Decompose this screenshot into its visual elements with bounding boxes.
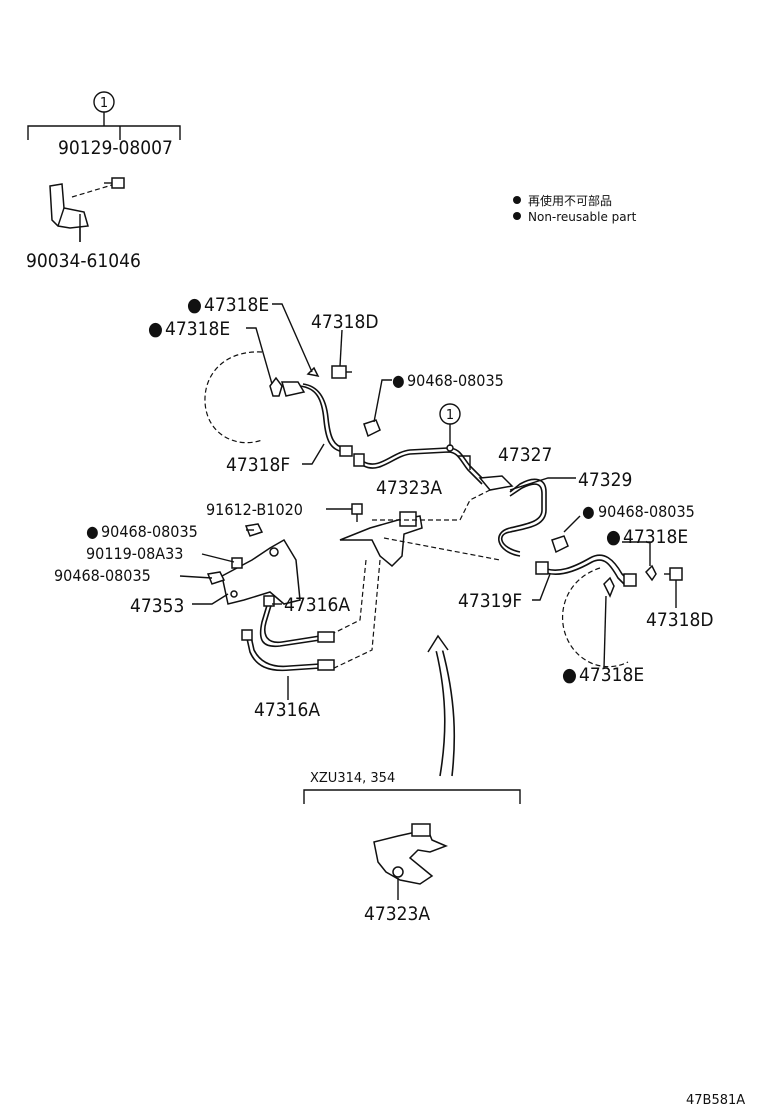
part-label-90468-08035[interactable]: 90468-08035 [598,502,695,521]
part-label-90468-08035[interactable]: 90468-08035 [101,522,198,541]
model-bracket [303,789,521,804]
part-label-90129-08007[interactable]: 90129-08007 [58,137,173,159]
variant-arrow [427,634,456,777]
model-label: XZU314, 354 [310,771,395,786]
part-label-47318D[interactable]: 47318D [646,609,714,631]
non-reusable-dot-icon: ● [392,371,405,390]
part-label-90468-08035[interactable]: 90468-08035 [54,566,151,585]
non-reusable-dot-icon: ● [562,664,577,686]
non-reusable-dot-icon [513,212,521,220]
part-label-47316A[interactable]: 47316A [254,699,320,721]
part-label-47318E[interactable]: 47318E [579,664,644,686]
part-label-47318E[interactable]: 47318E [165,318,230,340]
legend-japanese: 再使用不可部品 [528,193,612,208]
legend-english: Non-reusable part [528,210,637,224]
part-label-47323A[interactable]: 47323A [364,903,430,925]
part-label-47323A[interactable]: 47323A [376,477,442,499]
non-reusable-dot-icon [513,196,521,204]
part-label-47319F[interactable]: 47319F [458,590,522,612]
part-label-47318E[interactable]: 47318E [204,294,269,316]
callout-number-1: 1 [100,96,108,111]
part-label-47318F[interactable]: 47318F [226,454,290,476]
bolt-icon [664,567,683,581]
bolt-icon [104,177,125,189]
group-1-bracket: 1 90129-08007 90034-61046 [26,91,181,272]
leader-lines-right [532,515,677,669]
non-reusable-dot-icon: ● [86,522,99,541]
right-assembly [535,535,683,668]
part-label-47327[interactable]: 47327 [498,444,552,466]
bolt-icon [351,503,363,522]
illustration-code: 47B581A [686,1093,745,1108]
part-label-90119-08A33[interactable]: 90119-08A33 [86,544,183,563]
bracket-icon [49,183,89,242]
upper-left-assembly: 1 [204,351,514,491]
bolt-icon [331,365,352,379]
part-label-47329[interactable]: 47329 [578,469,632,491]
non-reusable-dot-icon: ● [148,318,163,340]
bolt-icon [231,557,243,569]
part-label-47316A[interactable]: 47316A [284,594,350,616]
non-reusable-dot-icon: ● [606,526,621,548]
part-label-91612-B1020[interactable]: 91612-B1020 [206,500,303,519]
part-label-90468-08035[interactable]: 90468-08035 [407,371,504,390]
variant-bracket-47323A [373,823,449,900]
non-reusable-dot-icon: ● [187,294,202,316]
part-label-47353[interactable]: 47353 [130,595,184,617]
legend: 再使用不可部品 Non-reusable part [513,193,637,224]
non-reusable-dot-icon: ● [582,502,595,521]
leader-lines-center [179,508,352,700]
leader-lines-upper [246,303,576,491]
center-assembly [206,478,547,672]
part-label-47318E[interactable]: 47318E [623,526,688,548]
callout-number-1: 1 [446,408,454,423]
part-label-90034-61046[interactable]: 90034-61046 [26,250,141,272]
part-label-47318D[interactable]: 47318D [311,311,379,333]
